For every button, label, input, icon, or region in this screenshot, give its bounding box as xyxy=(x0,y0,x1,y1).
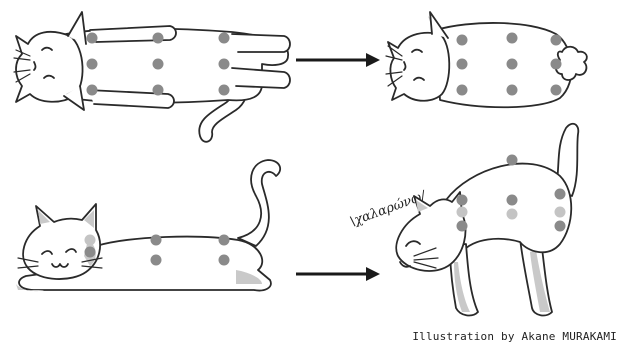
dot xyxy=(555,189,566,200)
dot xyxy=(507,155,518,166)
cat-back-leg xyxy=(232,34,290,52)
dot xyxy=(551,85,562,96)
cat-top-right xyxy=(386,12,587,107)
dot xyxy=(153,33,164,44)
dot xyxy=(457,85,468,96)
dot xyxy=(551,35,562,46)
dot xyxy=(457,35,468,46)
arrow-top xyxy=(296,53,380,67)
dot xyxy=(87,33,98,44)
cat-head xyxy=(388,33,449,101)
dot xyxy=(153,85,164,96)
dot xyxy=(507,85,518,96)
dot xyxy=(457,59,468,70)
dot xyxy=(457,207,468,218)
dot xyxy=(87,85,98,96)
dot xyxy=(457,195,468,206)
dot xyxy=(219,85,230,96)
cat-tail xyxy=(238,160,280,246)
dot xyxy=(85,235,96,246)
dot xyxy=(507,209,518,220)
dot xyxy=(151,255,162,266)
cat-ear xyxy=(430,12,448,38)
dot xyxy=(457,221,468,232)
dot xyxy=(551,59,562,70)
dot xyxy=(219,255,230,266)
dot xyxy=(507,195,518,206)
dot xyxy=(85,247,96,258)
illustration-credit: Illustration by Akane MURAKAMI xyxy=(412,330,617,343)
arrow-bottom xyxy=(296,267,380,281)
dot xyxy=(219,33,230,44)
cat-top-left xyxy=(14,12,290,142)
cat-bottom-right xyxy=(396,124,578,316)
cat-bottom-left xyxy=(16,160,280,291)
dot xyxy=(555,221,566,232)
dot xyxy=(87,59,98,70)
dot xyxy=(507,59,518,70)
dot xyxy=(219,59,230,70)
dot xyxy=(153,59,164,70)
dot xyxy=(151,235,162,246)
dot xyxy=(507,33,518,44)
dot xyxy=(555,207,566,218)
cat-back-leg xyxy=(232,68,290,88)
dot xyxy=(219,235,230,246)
